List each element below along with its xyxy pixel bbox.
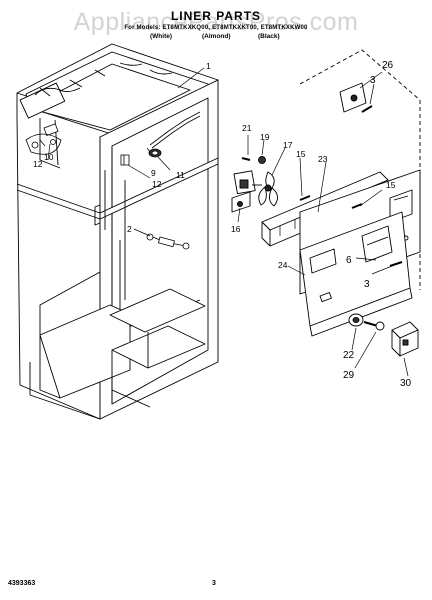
callout-15-left: 15: [296, 149, 306, 159]
liner-cabinet: [16, 43, 219, 420]
callout-12-right: 12: [152, 179, 162, 189]
callout-22: 22: [343, 350, 355, 361]
callout-3-bottom: 3: [364, 279, 370, 290]
callout-30: 30: [400, 378, 412, 389]
evaporator-cover-assembly: [231, 49, 421, 357]
callout-29: 29: [343, 370, 355, 381]
callout-19: 19: [260, 132, 270, 142]
callout-12-left: 12: [33, 159, 43, 169]
callout-9: 9: [151, 168, 156, 178]
diagram-title: LINER PARTS: [170, 9, 262, 23]
watermark: AppliancePartsPros.com: [73, 8, 359, 36]
callout-26: 26: [382, 60, 394, 71]
callout-2: 2: [127, 224, 132, 234]
callout-3-top: 3: [370, 75, 376, 86]
callout-15-right: 15: [386, 180, 396, 190]
page-number: 3: [212, 580, 216, 587]
callout-10: 10: [44, 152, 54, 162]
callout-23: 23: [318, 154, 328, 164]
callout-11: 11: [176, 170, 185, 180]
document-number: 4393363: [8, 580, 36, 587]
callout-1: 1: [206, 61, 211, 71]
callout-numbers: 1 2 10 12 9 11 12 21 19 17 15 23 15 16 2…: [33, 60, 412, 389]
variant-white: (White): [150, 33, 173, 40]
variant-black: (Black): [258, 33, 280, 40]
leader-lines: [39, 67, 409, 377]
model-numbers: For Models: ET8MTKXKQ00, ET8MTKXKT00, ET…: [124, 25, 308, 31]
callout-6: 6: [346, 255, 352, 266]
liner-small-parts: [25, 111, 201, 250]
callout-16: 16: [231, 224, 241, 234]
callout-24: 24: [278, 260, 288, 270]
callout-17: 17: [283, 140, 293, 150]
callout-21: 21: [242, 123, 252, 133]
variant-almond: (Almond): [202, 33, 231, 40]
